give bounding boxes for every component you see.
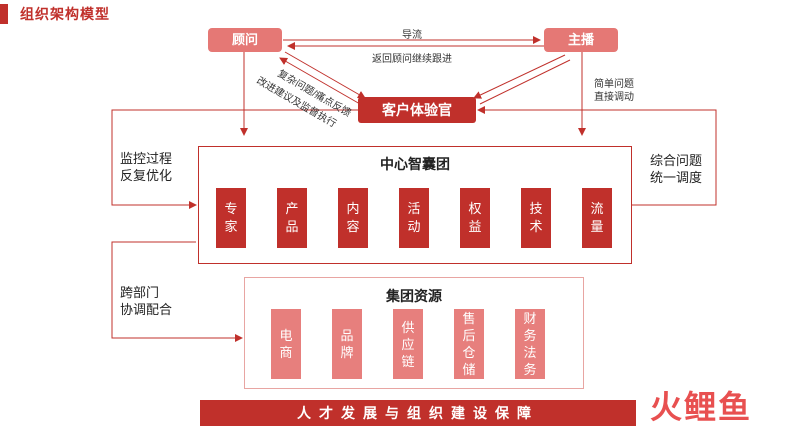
group-resources-panel: 集团资源 电商品牌供应链售后仓储财务法务 <box>244 277 584 389</box>
group-member-char: 仓 <box>462 345 476 360</box>
center-member-0: 专家 <box>216 188 246 248</box>
center-member-char: 流 <box>590 201 604 216</box>
group-member-4: 财务法务 <box>515 309 545 379</box>
center-member-3: 活动 <box>399 188 429 248</box>
group-member-3: 售后仓储 <box>454 309 484 379</box>
group-member-char: 链 <box>401 353 415 369</box>
center-member-char: 量 <box>590 219 604 234</box>
page-title: 组织架构模型 <box>20 6 110 22</box>
center-member-1: 产品 <box>277 188 307 248</box>
center-member-char: 品 <box>285 219 299 234</box>
center-member-char: 益 <box>468 219 482 234</box>
center-member-char: 活 <box>407 201 421 216</box>
center-member-char: 专 <box>224 201 238 216</box>
group-resources-title: 集团资源 <box>386 288 442 304</box>
center-member-char: 术 <box>529 219 543 234</box>
label-simple-direct: 简单问题 直接调动 <box>594 79 634 103</box>
side-label-cross-dept: 跨部门 协调配合 <box>120 285 173 317</box>
center-team-panel: 中心智囊团 专家产品内容活动权益技术流量 <box>198 146 632 264</box>
center-member-char: 内 <box>346 201 360 216</box>
node-consultant: 顾问 <box>208 28 282 52</box>
watermark-logo: 火鲤鱼 <box>650 389 753 425</box>
center-member-char: 权 <box>468 201 482 216</box>
center-member-char: 家 <box>224 219 238 234</box>
group-member-char: 务 <box>523 328 537 343</box>
group-member-char: 售 <box>462 311 476 326</box>
center-member-6: 流量 <box>582 188 612 248</box>
center-member-char: 产 <box>285 201 299 216</box>
group-member-1: 品牌 <box>332 309 362 379</box>
center-member-5: 技术 <box>521 188 551 248</box>
group-member-char: 后 <box>462 328 476 343</box>
group-member-char: 供 <box>401 319 415 335</box>
center-team-title: 中心智囊团 <box>380 156 450 172</box>
center-member-char: 技 <box>529 201 543 216</box>
side-label-integrate: 综合问题 统一调度 <box>650 153 703 185</box>
group-member-char: 牌 <box>340 345 354 360</box>
group-member-char: 储 <box>462 362 476 377</box>
group-member-char: 务 <box>523 362 537 377</box>
group-member-char: 应 <box>401 336 415 352</box>
footer-banner: 人才发展与组织建设保障 <box>200 400 636 426</box>
center-member-2: 内容 <box>338 188 368 248</box>
group-member-char: 商 <box>279 345 293 360</box>
group-member-char: 品 <box>340 328 354 343</box>
group-member-2: 供应链 <box>393 309 423 379</box>
center-member-char: 容 <box>346 219 360 234</box>
group-member-char: 法 <box>523 345 537 360</box>
center-member-4: 权益 <box>460 188 490 248</box>
group-member-0: 电商 <box>271 309 301 379</box>
side-label-monitor: 监控过程 反复优化 <box>120 151 173 183</box>
label-return-followup: 返回顾问继续跟进 <box>372 54 452 65</box>
node-experience-officer: 客户体验官 <box>358 97 476 123</box>
title-accent-bar <box>0 4 8 24</box>
group-member-char: 电 <box>279 328 293 343</box>
label-guide-flow: 导流 <box>402 30 422 41</box>
group-member-char: 财 <box>523 311 537 326</box>
center-member-char: 动 <box>407 219 421 234</box>
node-host: 主播 <box>544 28 618 52</box>
